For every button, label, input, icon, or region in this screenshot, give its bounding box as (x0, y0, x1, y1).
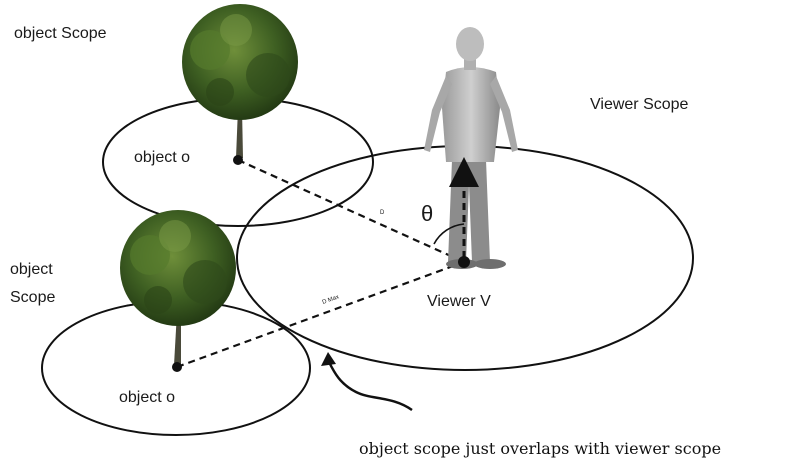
curved-arrow-icon (327, 361, 413, 412)
object-point-top (233, 155, 243, 165)
object-o-label-bottom: object o (119, 389, 175, 406)
viewer-v-label: Viewer V (427, 293, 491, 310)
object-scope-label-top: object Scope (14, 25, 107, 42)
distance-d-label: D (380, 210, 385, 216)
theta-arc (433, 223, 465, 245)
object-scope-label-left-1: object (10, 261, 53, 278)
distance-line-d (237, 158, 465, 264)
tree-icon (182, 4, 298, 158)
object-scope-label-left-2: Scope (10, 289, 55, 306)
distance-dmax-label: D Max (322, 294, 340, 306)
object-o-label-top: object o (134, 149, 190, 166)
object-point-bottom (172, 362, 182, 372)
viewer-point (458, 256, 470, 268)
viewer-scope-label: Viewer Scope (590, 96, 689, 113)
distance-line-dmax (176, 260, 465, 369)
caption: object scope just overlaps with viewer s… (359, 439, 721, 458)
tree-icon (120, 210, 236, 365)
theta-label: θ (421, 201, 433, 226)
